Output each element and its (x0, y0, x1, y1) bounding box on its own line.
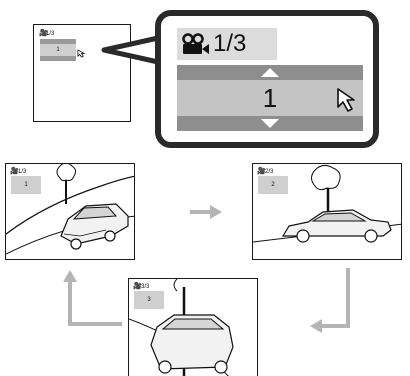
frame-value-box: 3 (134, 291, 164, 309)
value-stepper[interactable]: 1 (177, 65, 363, 131)
frame-value-box: 2 (258, 176, 288, 194)
frame-front-left: 🎥 1/3 1 (5, 163, 135, 260)
frame-value: 2 (271, 182, 275, 188)
frame-counter: 3/3 (141, 284, 150, 290)
frame-counter: 1/3 (18, 169, 27, 175)
scene-side (253, 164, 401, 243)
movie-camera-icon: 🎥 (10, 167, 19, 175)
frame-value: 3 (147, 297, 151, 303)
counter-label: 1/3 (177, 28, 277, 60)
frame-rear: 🎥 3/3 3 (128, 278, 258, 376)
movie-camera-icon: 🎥 (133, 282, 142, 290)
down-arrow-icon (261, 119, 279, 128)
counter-text: 1/3 (213, 30, 247, 57)
up-band[interactable] (177, 65, 363, 80)
cursor-icon (77, 49, 86, 58)
small-counter: 1/3 (46, 31, 55, 37)
cursor-icon (337, 88, 355, 112)
scene-front-left (6, 164, 134, 255)
arrow-up (63, 270, 122, 326)
frame-value: 1 (24, 182, 28, 188)
movie-camera-icon: 🎥 (257, 167, 266, 175)
movie-camera-icon (182, 33, 209, 54)
frame-side: 🎥 2/3 2 (252, 163, 402, 260)
arrow-right (190, 205, 222, 219)
value-text: 1 (262, 83, 278, 113)
small-screen: 🎥 1/3 1 (33, 24, 131, 122)
magnified-callout: 1/3 1 (155, 10, 379, 148)
frame-counter: 2/3 (265, 169, 274, 175)
small-value-box: 1 (40, 39, 76, 61)
down-band[interactable] (177, 116, 363, 131)
callout-pointer (101, 35, 159, 65)
value-band: 1 (177, 80, 363, 116)
movie-camera-icon: 🎥 (39, 29, 48, 37)
small-value: 1 (56, 47, 60, 53)
up-arrow-icon (261, 68, 279, 77)
frame-value-box: 1 (11, 176, 41, 194)
scene-rear (129, 279, 234, 376)
arrow-down-left (310, 268, 350, 333)
